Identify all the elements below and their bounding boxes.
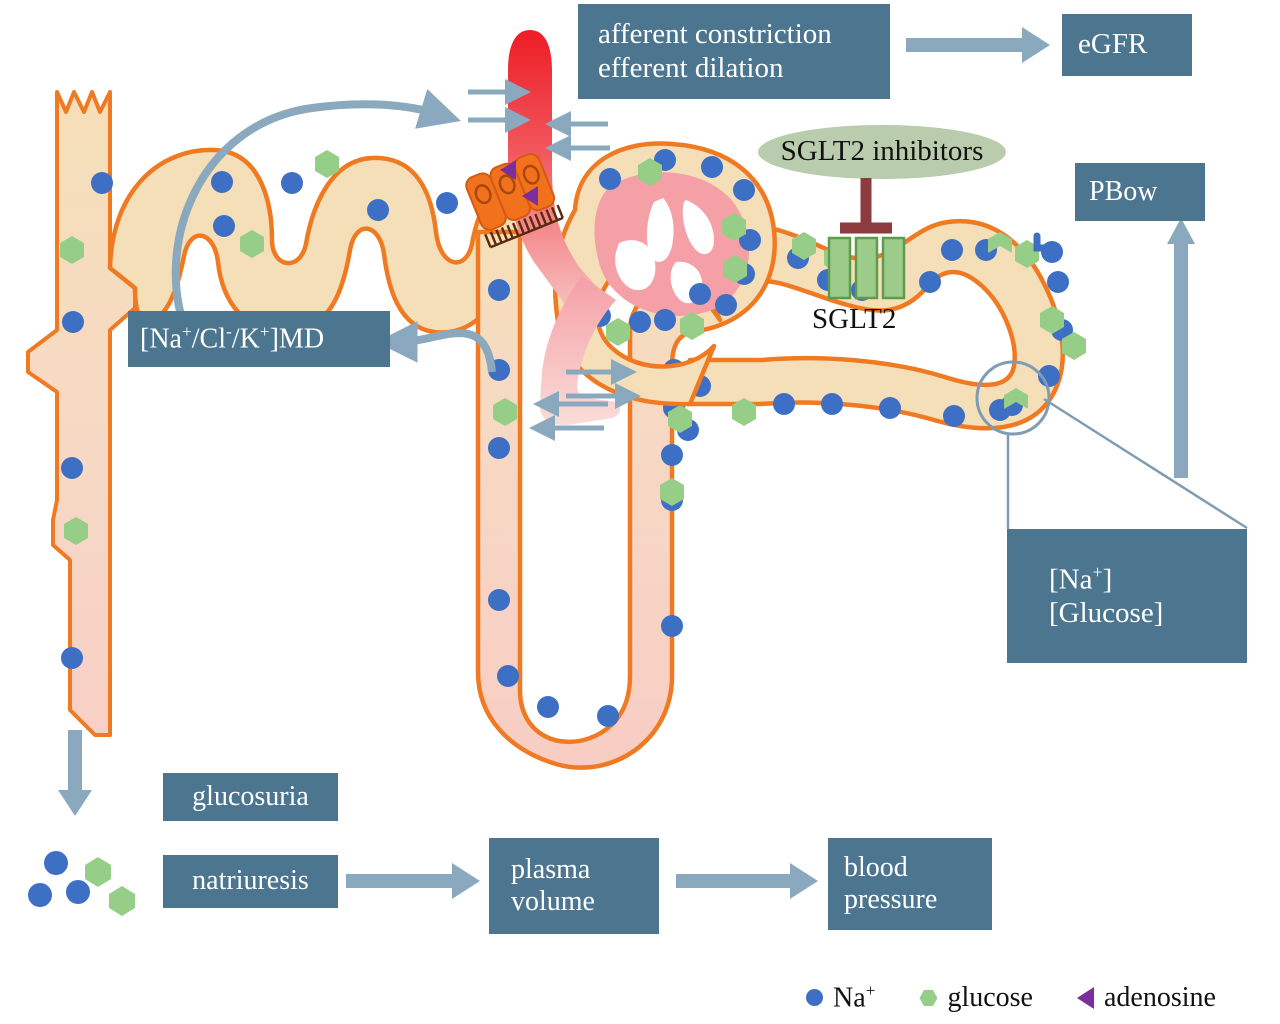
sglt2-inhibitors-ellipse (758, 125, 1006, 179)
macula-densa-label: [Na+/Cl-/K+]MD (140, 322, 325, 355)
egfr-box: eGFR (1062, 14, 1192, 76)
flow-block-arrows (58, 27, 1195, 899)
sglt2-label: SGLT2 (812, 303, 897, 335)
blood-pressure-box: blood pressure (828, 838, 992, 930)
legend-item-adenosine: adenosine (1076, 982, 1216, 1014)
bp-line-1: blood (844, 851, 908, 883)
sglt2-inhibitors-label: SGLT2 inhibitors (780, 134, 984, 167)
natriuresis-box: natriuresis (163, 855, 338, 908)
excreted-particles (28, 851, 135, 916)
legend: Na+ glucose adenosine (806, 980, 1276, 1016)
tgf-curve-up-arrow (171, 88, 461, 338)
pbow-label: PBow (1089, 175, 1158, 207)
legend-label-glucose: glucose (947, 982, 1033, 1013)
bowmans-capsule (552, 141, 777, 407)
adenosine-triangle-icon (1076, 987, 1094, 1009)
legend-item-sodium: Na+ (806, 981, 875, 1014)
natriuresis-label: natriuresis (192, 865, 309, 897)
collecting-duct (26, 90, 137, 737)
efferent-arteriole (539, 276, 620, 426)
glucose-hexagon-icon (919, 990, 938, 1006)
na-dot-icon (806, 989, 823, 1007)
pbow-box: PBow (1075, 163, 1205, 221)
glucose-concentration-label: [Glucose] (1049, 596, 1164, 629)
tubule-zoom-callout (975, 360, 1248, 530)
egfr-label: eGFR (1078, 28, 1148, 61)
legend-item-glucose: glucose (919, 982, 1033, 1014)
macula-densa (465, 152, 564, 249)
afferent-line-2: efferent dilation (598, 51, 784, 84)
legend-label-sodium: Na+ (833, 981, 876, 1014)
afferent-constriction-box: afferent constriction efferent dilation (578, 4, 890, 99)
glucosuria-box: glucosuria (163, 773, 338, 821)
afferent-line-1: afferent constriction (598, 18, 832, 51)
na-glucose-concentration-box: [Na+] [Glucose] (1007, 529, 1247, 663)
macula-densa-concentration-box: [Na+/Cl-/K+]MD (128, 311, 390, 367)
bp-line-2: pressure (844, 884, 938, 915)
adenosine-triangle-icon (500, 160, 538, 206)
md-feedback-arrow (376, 321, 496, 373)
sglt2-transporter (827, 236, 906, 300)
plasma-line-1: plasma (511, 853, 591, 885)
plasma-line-2: volume (511, 886, 595, 917)
glucosuria-label: glucosuria (192, 780, 309, 812)
inhibition-symbol (840, 178, 892, 234)
na-concentration-label: [Na+] (1049, 561, 1113, 596)
distal-convoluted-tubule (60, 147, 523, 669)
tgf-flow-arrows (468, 79, 641, 441)
plasma-volume-box: plasma volume (489, 838, 659, 934)
afferent-arteriole (508, 30, 612, 318)
legend-label-adenosine: adenosine (1103, 982, 1216, 1013)
